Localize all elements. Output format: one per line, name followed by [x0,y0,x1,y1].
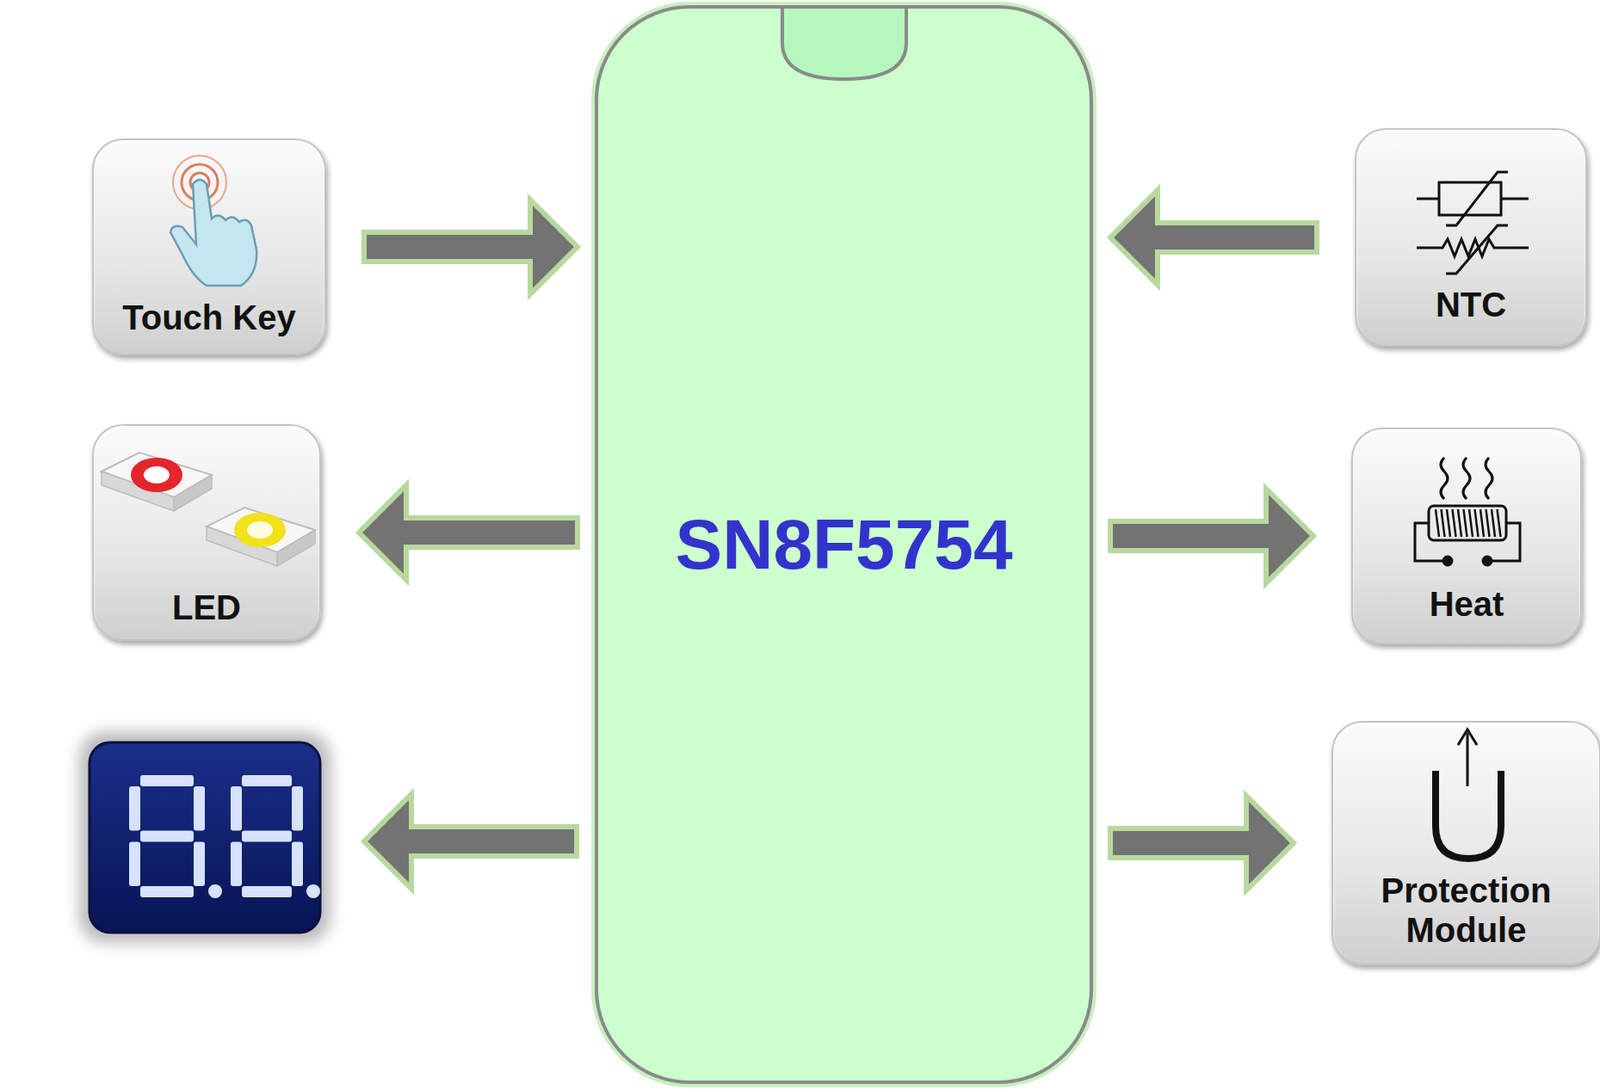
mcu-chip: SN8F5754 [594,5,1094,1085]
ntc-box: NTC [1354,128,1588,347]
node-label: LED [172,587,241,628]
flow-arrow [1110,796,1294,891]
node-label: Heat [1429,584,1505,624]
protection-box: Protection Module [1331,721,1600,966]
display-segment [241,886,292,898]
seven-segment-display [79,732,331,944]
flow-arrow [1110,190,1317,285]
display-segment [241,775,292,787]
display-dot [208,884,223,899]
display-segment [291,842,303,888]
display-arrow [364,794,577,890]
node-label: Touch Key [122,297,297,338]
display-segment [241,831,292,843]
flow-arrow [1110,488,1314,584]
display-segment [140,775,194,787]
display-segment [129,842,141,888]
display-segment [230,786,242,832]
node-label: NTC [1435,284,1507,325]
heat-box: Heat [1351,427,1582,645]
display-segment [230,842,242,888]
display-segment [291,786,303,832]
chip-name: SN8F5754 [674,504,1013,586]
flow-arrow [358,485,578,581]
display-segment [193,842,205,888]
display-segment [193,786,205,832]
display-segment [129,786,141,832]
flow-arrow [364,199,578,295]
node-label: Protection Module [1333,871,1600,951]
led-box: LED [92,424,322,642]
touch-key-box: Touch Key [92,138,327,356]
display-dot [306,884,321,899]
display-segment [140,886,194,898]
display-segment [140,831,194,843]
